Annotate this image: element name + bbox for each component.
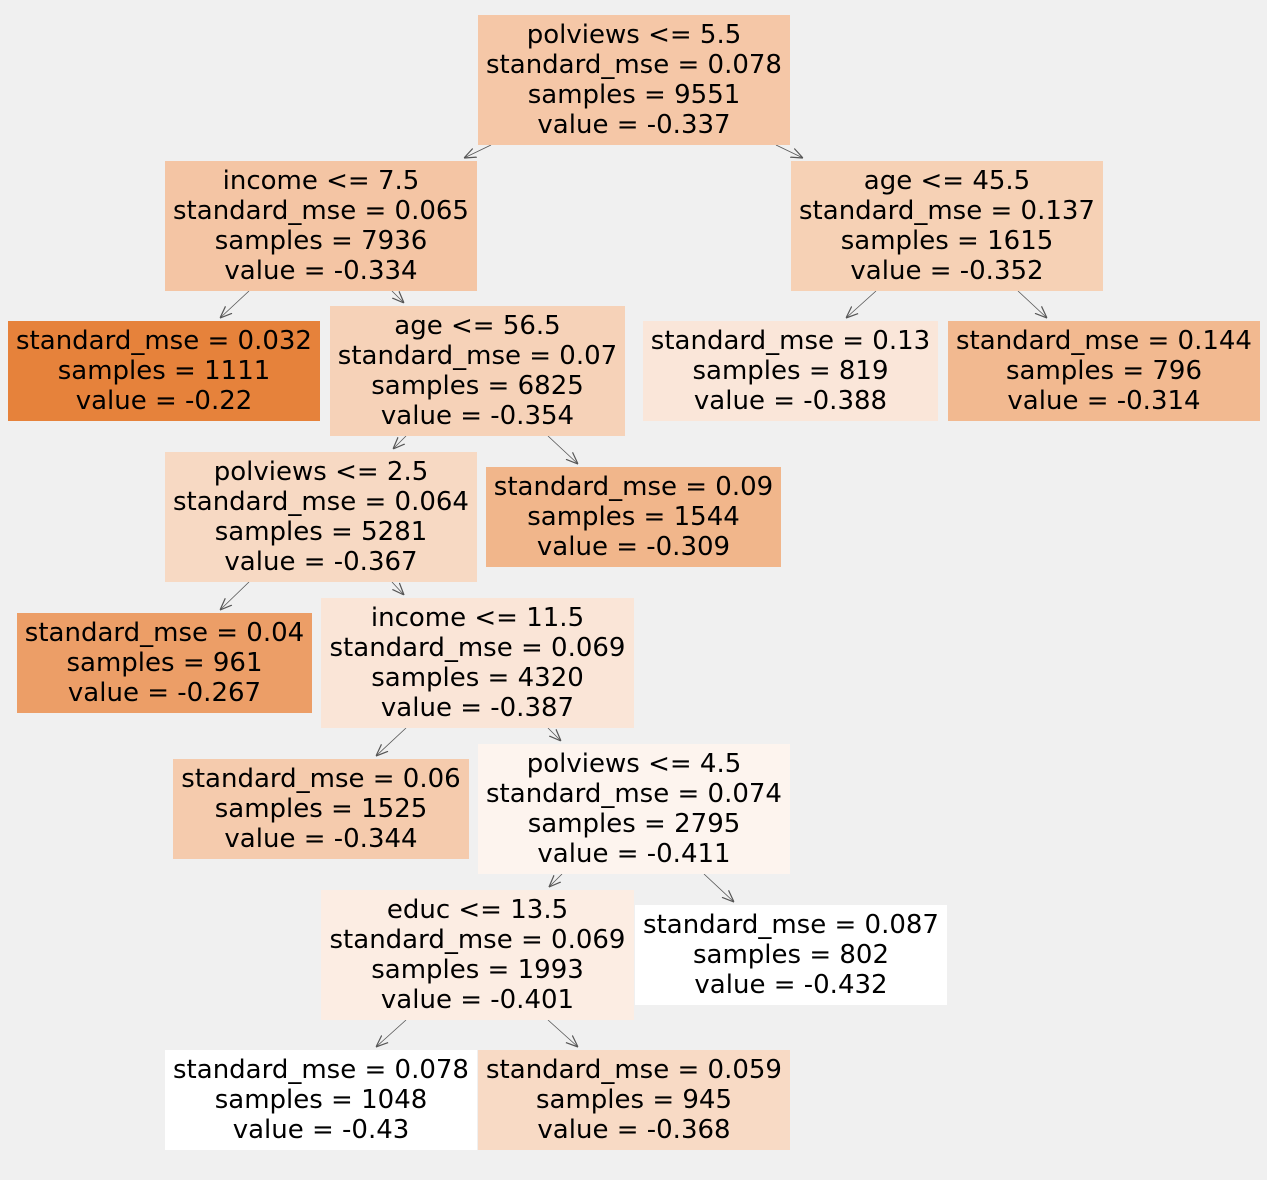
node-line: age <= 56.5 <box>394 311 561 341</box>
node-line: samples = 945 <box>535 1085 732 1115</box>
node-line: standard_mse = 0.032 <box>16 326 312 356</box>
node-line: samples = 2795 <box>527 809 741 839</box>
edge-n2-n5 <box>846 290 877 318</box>
node-line: age <= 45.5 <box>863 166 1031 196</box>
node-line: standard_mse = 0.069 <box>329 633 626 663</box>
edge-n10-n12 <box>547 727 561 741</box>
node-line: standard_mse = 0.144 <box>956 326 1252 356</box>
node-line: value = -0.432 <box>694 970 888 1000</box>
node-line: samples = 819 <box>692 356 889 386</box>
edge-n7-n9 <box>220 581 250 610</box>
node-line: standard_mse = 0.074 <box>486 779 782 809</box>
edge-n13-n16 <box>547 1019 578 1047</box>
node-line: value = -0.334 <box>224 256 418 286</box>
node-line: samples = 1615 <box>840 226 1054 256</box>
node-line: income <= 11.5 <box>370 603 585 633</box>
node-line: samples = 6825 <box>371 371 584 401</box>
edge-n10-n11 <box>376 727 407 756</box>
node-line: polviews <= 2.5 <box>213 457 429 487</box>
edge-n1-n4 <box>391 290 404 303</box>
node-line: value = -0.267 <box>67 678 262 708</box>
node-line: value = -0.411 <box>537 839 731 869</box>
edge-n4-n7 <box>393 435 407 449</box>
node-line: value = -0.337 <box>537 110 731 140</box>
node-line: value = -0.352 <box>850 256 1044 286</box>
node-line: educ <= 13.5 <box>386 895 569 925</box>
node-line: samples = 802 <box>692 940 889 970</box>
node-line: samples = 9551 <box>527 80 741 110</box>
node-line: samples = 4320 <box>371 663 584 693</box>
edge-n1-n3 <box>220 290 250 318</box>
edge-n7-n10 <box>391 581 404 595</box>
node-line: value = -0.314 <box>1007 386 1201 416</box>
node-line: samples = 1111 <box>57 356 271 386</box>
node-line: polviews <= 4.5 <box>526 749 742 779</box>
node-line: standard_mse = 0.069 <box>329 925 626 955</box>
node-line: standard_mse = 0.078 <box>173 1055 469 1085</box>
edge-n13-n15 <box>376 1019 407 1047</box>
node-line: standard_mse = 0.09 <box>493 472 774 502</box>
node-line: value = -0.344 <box>224 824 418 854</box>
edge-n2-n6 <box>1017 290 1047 318</box>
node-line: value = -0.22 <box>75 386 253 416</box>
node-line: standard_mse = 0.064 <box>173 487 469 517</box>
node-line: standard_mse = 0.137 <box>799 196 1095 226</box>
edge-n12-n14 <box>703 873 734 902</box>
node-line: value = -0.388 <box>693 386 888 416</box>
node-line: value = -0.368 <box>537 1115 731 1145</box>
node-line: standard_mse = 0.07 <box>337 341 618 371</box>
node-line: samples = 7936 <box>214 226 428 256</box>
node-line: value = -0.309 <box>536 532 731 562</box>
node-line: standard_mse = 0.13 <box>650 326 931 356</box>
node-line: samples = 1525 <box>214 794 428 824</box>
edge-n4-n8 <box>547 435 578 464</box>
edge-n0-n2 <box>775 144 803 158</box>
edge-n12-n13 <box>549 873 563 887</box>
node-line: standard_mse = 0.078 <box>486 50 782 80</box>
node-line: value = -0.387 <box>380 693 575 723</box>
node-line: samples = 796 <box>1005 356 1202 386</box>
node-line: samples = 1048 <box>214 1085 428 1115</box>
node-line: standard_mse = 0.04 <box>24 618 305 648</box>
node-line: value = -0.354 <box>380 401 575 431</box>
node-line: standard_mse = 0.065 <box>173 196 469 226</box>
node-line: samples = 1993 <box>371 955 584 985</box>
node-line: polviews <= 5.5 <box>526 20 742 50</box>
node-line: samples = 961 <box>66 648 263 678</box>
node-line: standard_mse = 0.06 <box>181 764 461 794</box>
node-line: value = -0.401 <box>380 985 575 1015</box>
node-line: standard_mse = 0.087 <box>643 910 939 940</box>
edge-n0-n1 <box>464 144 492 158</box>
node-line: value = -0.43 <box>232 1115 410 1145</box>
node-line: samples = 1544 <box>527 502 740 532</box>
node-line: value = -0.367 <box>224 547 418 577</box>
node-line: samples = 5281 <box>214 517 428 547</box>
node-line: income <= 7.5 <box>222 166 420 196</box>
node-line: standard_mse = 0.059 <box>486 1055 782 1085</box>
